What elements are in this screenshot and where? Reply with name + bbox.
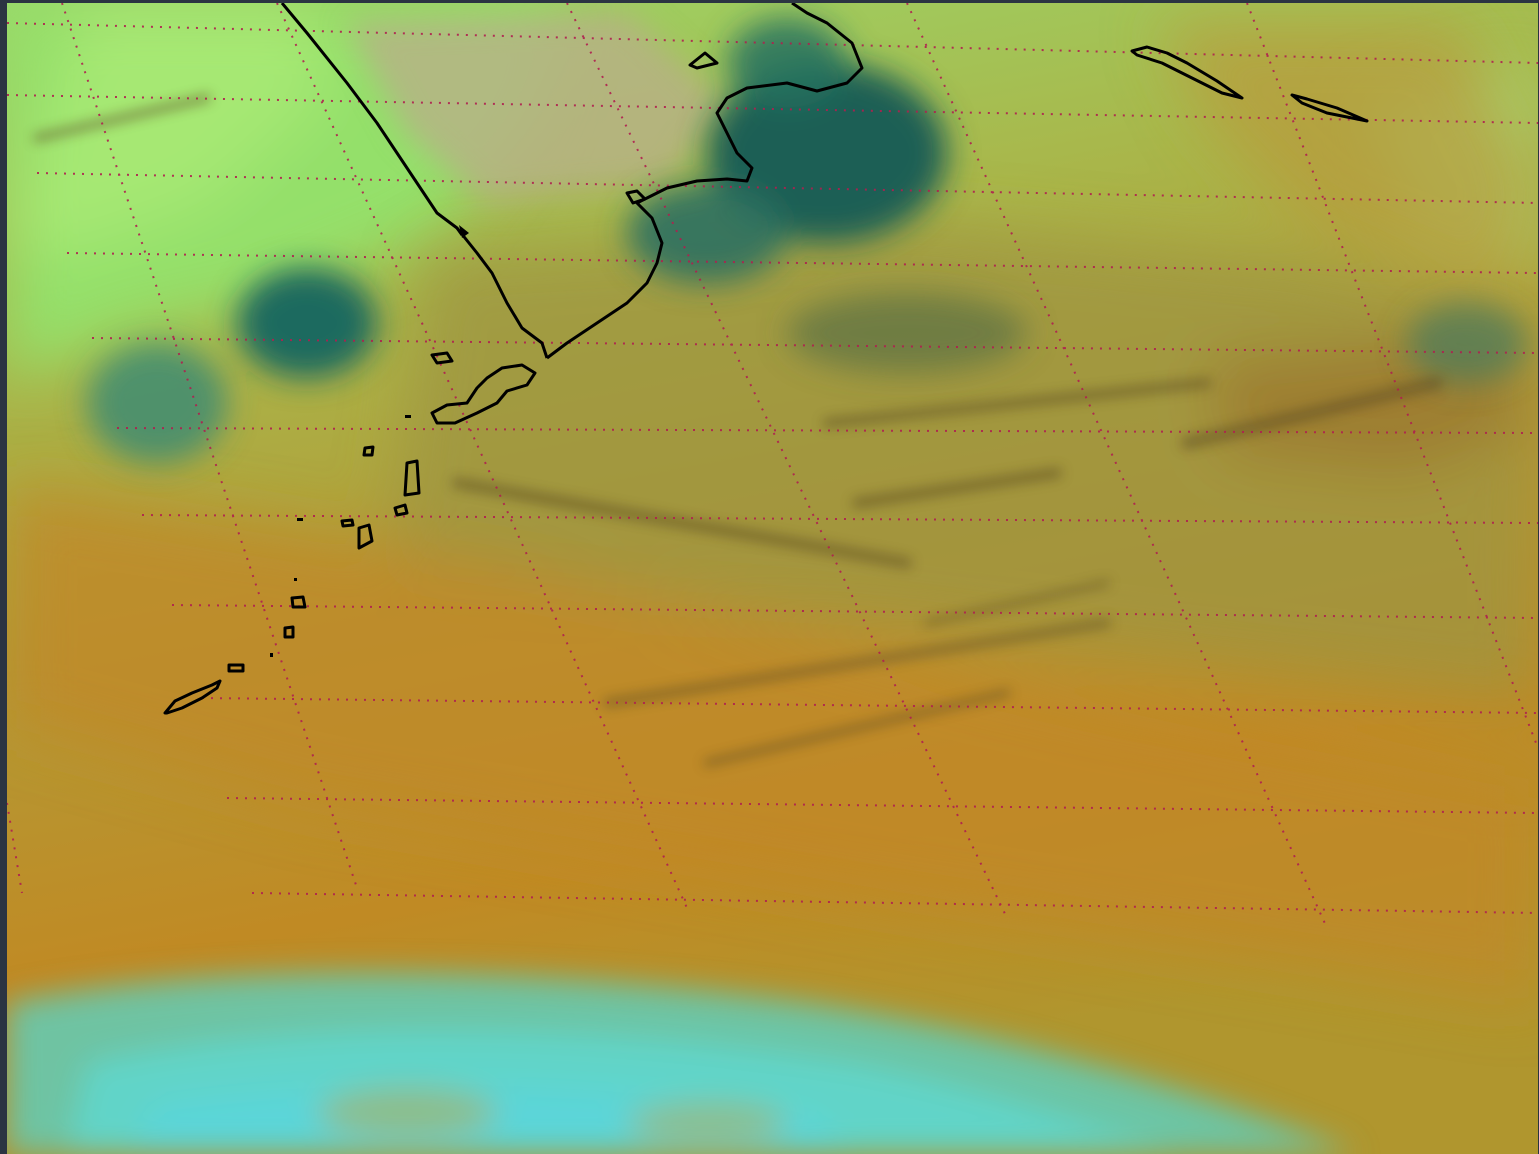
lat-lon-grid <box>7 3 1538 929</box>
beige-patch <box>347 13 727 203</box>
high-cloud-band <box>7 973 1357 1154</box>
coastline <box>163 3 1369 715</box>
cloud-streaks <box>33 94 1443 767</box>
moist-regions <box>87 18 1527 463</box>
coastline-markers <box>270 225 469 657</box>
satellite-imagery <box>7 3 1538 1154</box>
